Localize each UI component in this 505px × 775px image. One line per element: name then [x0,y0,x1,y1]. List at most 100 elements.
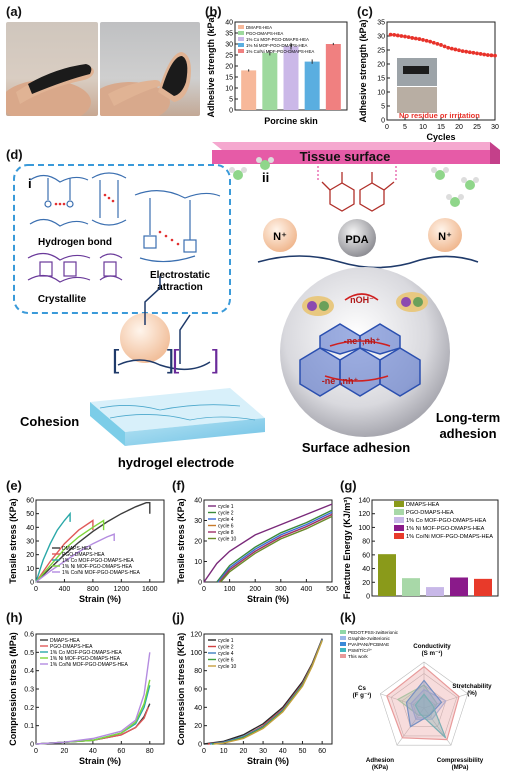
legend-label-e-3: 1% Ni MOF-PGO-DMAPS-HEA [62,564,133,570]
n-plus-ball-right [428,218,462,252]
series-line-f-1 [216,509,333,583]
radar-axis-label-4-b: (F g⁻¹) [353,692,372,699]
legend-label-f-5: cycle 10 [218,537,237,543]
y-tick-label-j-4: 80 [194,668,202,675]
x-tick-label-c-5: 25 [473,124,481,131]
electrostatic-motif [134,190,221,263]
point-c-29 [493,53,497,58]
series-line-h-2 [35,685,151,745]
x-axis-label-h: Strain (%) [79,756,121,766]
y-tick-label-h-2: 0.2 [24,705,34,712]
adhesion-label: adhesion [439,426,496,441]
x-tick-label-j-1: 10 [220,748,228,755]
series-line-f-4 [219,513,333,583]
x-tick-label-j-0: 0 [202,748,206,755]
bar-b-2 [283,46,299,110]
point-c-22 [467,50,472,55]
polymer-backbone [117,276,211,371]
polymer-chain-top [257,255,479,269]
chart-k-radar-comparison: Conductivity(S m⁻¹)Stretchability(%)Comp… [340,630,492,771]
legend-swatch-b-3 [238,43,244,47]
legend-label-e-4: 1% Co/Ni MOF-PGO-DMAPS-HEA [62,570,140,576]
x-tick-label-c-2: 10 [419,124,427,131]
legend-swatch-g-0 [394,501,404,507]
bar-b-0 [241,70,257,110]
radar-axis-label-3-b: (KPa) [372,764,388,771]
n-plus-label-right: N⁺ [438,231,452,243]
y-tick-label-h-5: 0.5 [24,650,34,657]
y-tick-label-j-1: 20 [194,723,202,730]
legend-label-h-2: 1% Co MOF-PGO-DMAPS-HEA [50,650,122,656]
x-tick-label-e-1: 400 [59,586,71,593]
legend-label-k-1: Graphite-zwitterionic [348,636,391,641]
panel-label-a: (a) [6,4,22,19]
redox-arrows [324,293,391,382]
y-axis-label-g: Fracture Energy (KJ/m³) [342,497,352,600]
point-c-3 [399,34,404,38]
legend-label-f-4: cycle 8 [218,530,234,536]
radar-series-2 [405,679,443,728]
x-tick-label-e-0: 0 [34,586,38,593]
y-tick-label-h-0: 0 [30,742,34,749]
legend-swatch-g-2 [394,517,404,523]
series-line-j-4 [213,640,323,745]
point-c-18 [453,47,458,52]
y-tick-label-g-5: 100 [358,525,370,532]
legend-swatch-b-2 [238,37,244,41]
finger-hydrogel-bent-image [100,52,191,116]
x-tick-label-e-2: 800 [87,586,99,593]
legend-label-j-1: cycle 2 [218,645,234,651]
point-c-24 [475,51,479,56]
x-tick-label-h-0: 0 [34,748,38,755]
y-tick-label-g-4: 80 [362,539,370,546]
point-c-17 [449,46,454,51]
legend-label-h-4: 1% Co/Ni MOF-PGO-DMAPS-HEA [50,662,128,668]
legend-label-b-4: 1% Co/Ni MOF-PGO-DMAPS-HEA [246,49,314,54]
bar-g-0 [378,554,396,596]
y-tick-label-c-2: 10 [377,90,385,97]
y-tick-label-e-3: 30 [26,539,34,546]
y-tick-label-c-1: 5 [381,104,385,111]
sub-label-ii: ii [262,170,269,185]
x-tick-label-f-1: 100 [224,586,236,593]
y-tick-label-e-1: 10 [26,566,34,573]
radar-series-4 [386,665,460,741]
mechanism-diagram: Tissue surface i Hydrogen bond Crystalli… [13,142,500,470]
y-tick-label-c-5: 25 [377,48,385,55]
panel-label-j: (j) [172,610,185,625]
legend-swatch-b-0 [238,25,244,29]
legend-label-j-0: cycle 1 [218,638,234,644]
bracket-left-2: [ [172,344,180,374]
radar-axis-label-3-a: Adhesion [366,757,394,764]
electrostatic-label: Electrostatic [150,270,210,281]
y-tick-label-j-5: 100 [190,650,202,657]
x-tick-label-j-2: 20 [239,748,247,755]
photo-finger-straight [6,22,98,116]
attraction-label: attraction [157,282,203,293]
series-line-h-3 [35,679,151,745]
y-tick-label-c-0: 0 [381,118,385,125]
panel-label-k: (k) [340,610,356,625]
point-c-8 [417,37,422,41]
hydrogen-bond-motif [29,172,127,227]
legend-label-j-2: cycle 4 [218,651,234,657]
legend-label-f-1: cycle 2 [218,511,234,517]
ne-nh-label-lower: -ne⁻,nh⁺ [322,376,359,386]
panel-label-e: (e) [6,478,22,493]
y-tick-label-f-1: 10 [194,559,202,566]
radar-axis-label-2-b: (MPa) [452,764,469,771]
point-c-15 [442,44,447,49]
x-tick-label-f-4: 400 [301,586,313,593]
radar-series-0 [396,684,438,717]
point-c-27 [485,53,490,57]
legend-label-h-3: 1% Ni MOF-PGO-DMAPS-HEA [50,656,121,662]
y-tick-label-b-0: 0 [229,108,233,115]
x-tick-label-e-4: 1600 [142,586,158,593]
inset-photo-arm-2 [397,87,437,113]
point-c-2 [395,33,400,38]
series-line-e-1 [35,519,94,583]
